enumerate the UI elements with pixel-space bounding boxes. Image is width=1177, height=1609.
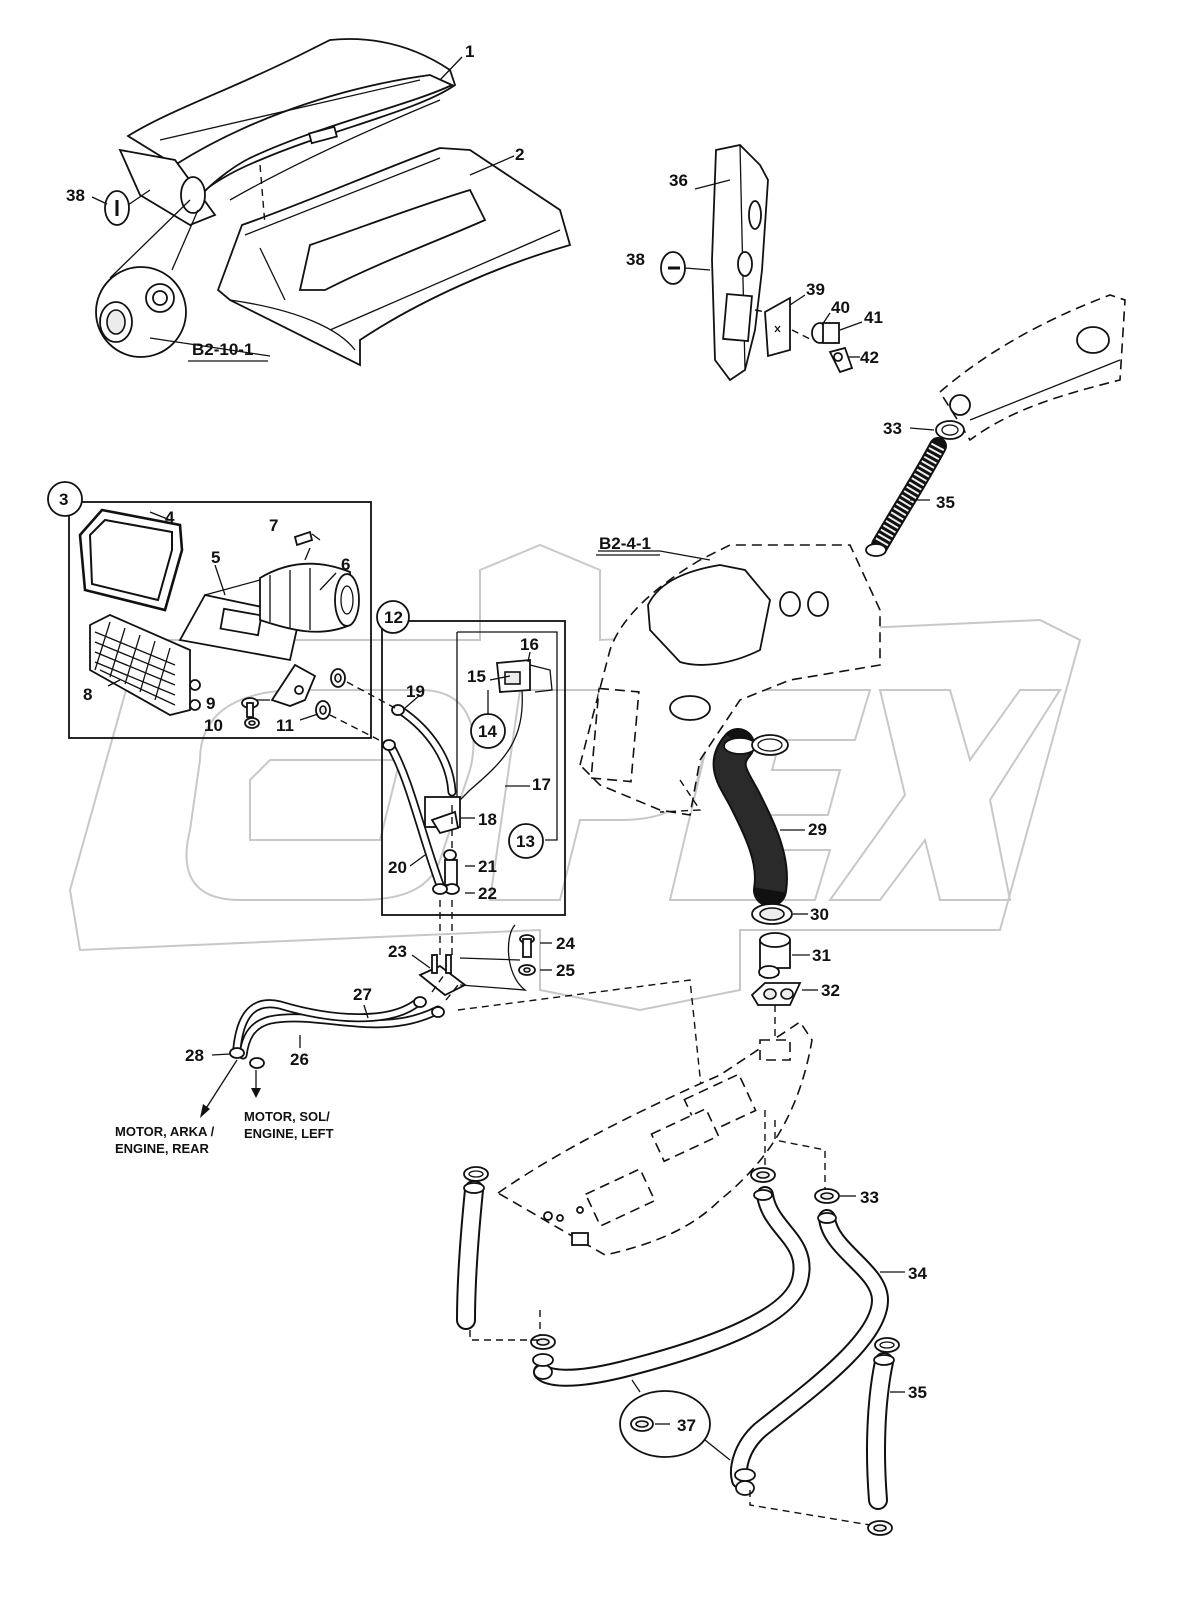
roof-panel-upper — [118, 38, 457, 227]
callout-25: 25 — [556, 961, 575, 980]
callout-34: 34 — [908, 1264, 927, 1283]
callout-38-left: 38 — [66, 186, 85, 205]
bolt-24 — [519, 934, 552, 958]
bolt-9 — [241, 697, 259, 718]
fitting-21-22 — [432, 849, 475, 895]
note-motor-rear-1: MOTOR, ARKA / — [115, 1124, 215, 1139]
plate-32 — [750, 982, 818, 1006]
ring-30 — [751, 903, 808, 925]
callout-37: 37 — [677, 1416, 696, 1435]
callout-3: 3 — [59, 490, 68, 509]
callout-19: 19 — [406, 682, 425, 701]
callout-13: 13 — [516, 832, 535, 851]
callout-38-right: 38 — [626, 250, 645, 269]
clip-42 — [828, 346, 860, 374]
callout-35-lower: 35 — [908, 1383, 927, 1402]
seal-frame-4 — [78, 508, 184, 612]
hose-35-right — [866, 1337, 905, 1536]
detail-circle-37 — [619, 1379, 731, 1461]
callout-6: 6 — [341, 555, 350, 574]
callout-4: 4 — [165, 508, 175, 527]
callout-17: 17 — [532, 775, 551, 794]
ref-b2-10-1: B2-10-1 — [192, 340, 253, 359]
callout-35-upper: 35 — [936, 493, 955, 512]
actuator-15-16 — [489, 651, 553, 693]
callout-41: 41 — [864, 308, 883, 327]
valve-18 — [424, 796, 475, 835]
clamp-29 — [751, 734, 789, 756]
ring-33-lower-left — [750, 1167, 776, 1183]
detail-circle-b2-10-1 — [95, 199, 271, 358]
ring-33-lower-right — [814, 1188, 856, 1204]
sub-box-13 — [456, 631, 558, 859]
elbow-31 — [758, 932, 810, 979]
note-motor-left-1: MOTOR, SOL/ — [244, 1109, 330, 1124]
callout-33-lower: 33 — [860, 1188, 879, 1207]
callout-9: 9 — [206, 694, 215, 713]
speaker-plate-39 — [754, 294, 806, 358]
reference-labels: B2-10-1 B2-4-1 — [188, 340, 660, 556]
callout-24: 24 — [556, 934, 575, 953]
ring-left-lower — [530, 1334, 556, 1367]
grommet-11 — [299, 668, 346, 721]
screw-7 — [293, 530, 321, 561]
callout-8: 8 — [83, 685, 92, 704]
manifold-23 — [411, 954, 467, 997]
callout-42: 42 — [860, 348, 879, 367]
callout-11: 11 — [276, 716, 294, 735]
callout-33-upper: 33 — [883, 419, 902, 438]
callout-29: 29 — [808, 820, 827, 839]
valve-assembly-box — [376, 600, 566, 916]
washer-10 — [244, 717, 260, 729]
callout-2: 2 — [515, 145, 524, 164]
washer-25 — [518, 964, 552, 976]
callout-39: 39 — [806, 280, 825, 299]
engine-notes: MOTOR, ARKA / ENGINE, REAR MOTOR, SOL/ E… — [115, 1109, 334, 1156]
screw-38-right — [660, 251, 711, 285]
hose-35-upper — [865, 437, 947, 557]
screw-38-left — [91, 189, 151, 226]
heater-core-8 — [89, 614, 201, 716]
callout-1: 1 — [465, 42, 474, 61]
callout-27: 27 — [353, 985, 372, 1004]
floor-panel — [496, 1020, 813, 1256]
note-motor-rear-2: ENGINE, REAR — [115, 1141, 210, 1156]
callout-30: 30 — [810, 905, 829, 924]
callout-15: 15 — [467, 667, 486, 686]
callout-10: 10 — [204, 716, 223, 735]
callout-14: 14 — [478, 722, 497, 741]
ring-bottom — [734, 1468, 756, 1482]
ring-33-upper — [935, 420, 965, 440]
callout-36: 36 — [669, 171, 688, 190]
note-motor-left-2: ENGINE, LEFT — [244, 1126, 334, 1141]
callout-7: 7 — [269, 516, 278, 535]
callout-5: 5 — [211, 548, 220, 567]
callout-31: 31 — [812, 946, 831, 965]
hose-35-left — [456, 1166, 489, 1330]
fender-panel — [938, 294, 1126, 442]
callout-40: 40 — [831, 298, 850, 317]
pillar-trim — [694, 144, 769, 382]
callout-23: 23 — [388, 942, 407, 961]
callout-18: 18 — [478, 810, 497, 829]
callout-21: 21 — [478, 857, 497, 876]
callout-12: 12 — [384, 608, 403, 627]
callout-32: 32 — [821, 981, 840, 1000]
heater-assembly-box — [47, 481, 372, 739]
callout-labels: 1 2 3 4 5 6 7 8 9 10 11 12 13 14 15 16 1… — [59, 42, 955, 1435]
callout-28: 28 — [185, 1046, 204, 1065]
callout-20: 20 — [388, 858, 407, 877]
callout-16: 16 — [520, 635, 539, 654]
roof-panel-lower — [216, 147, 572, 367]
blower-6 — [259, 562, 360, 633]
console-housing-b2-4-1 — [579, 544, 881, 816]
connector-14 — [470, 690, 506, 749]
callout-22: 22 — [478, 884, 497, 903]
callout-26: 26 — [290, 1050, 309, 1069]
ref-b2-4-1: B2-4-1 — [599, 534, 651, 553]
connector-40-41 — [791, 312, 863, 344]
duct-hose-29 — [712, 728, 805, 907]
